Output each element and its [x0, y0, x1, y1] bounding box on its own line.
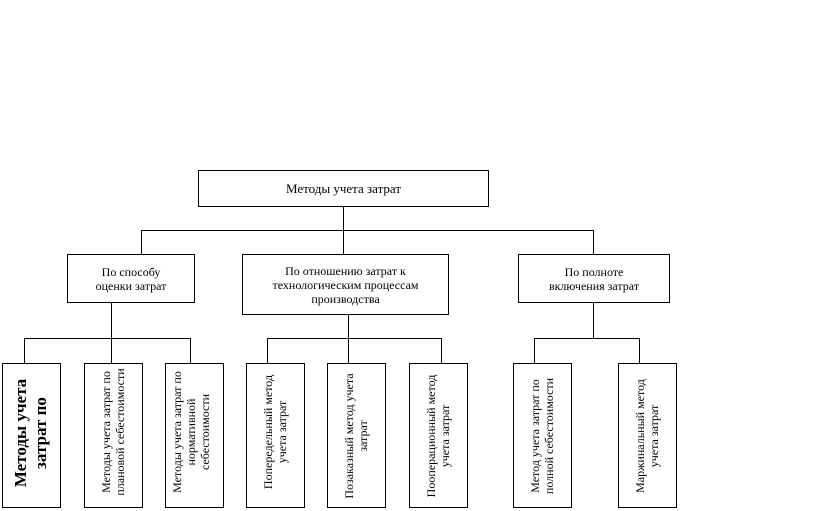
group-node-completeness: По полноте включения затрат — [518, 254, 670, 303]
connector — [534, 338, 640, 339]
connector — [639, 338, 640, 363]
leaf-node: Позаказный метод учета затрат — [327, 363, 386, 508]
leaf-label: Методы учета затрат по — [11, 378, 50, 488]
group-label: По способу оценки затрат — [95, 264, 167, 293]
leaf-node: Метод учета затрат по полной себестоимос… — [513, 363, 572, 508]
leaf-label: Пооперационный метод учета затрат — [424, 374, 452, 498]
connector — [190, 338, 191, 363]
leaf-node: Методы учета затрат по плановой себестои… — [84, 363, 143, 508]
leaf-node: Маржинальный метод учета затрат — [618, 363, 677, 508]
connector — [593, 302, 594, 338]
connector — [267, 338, 268, 363]
connector — [593, 230, 594, 254]
group-label: По полноте включения затрат — [548, 264, 640, 293]
connector — [111, 338, 112, 363]
leaf-node: Методы учета затрат по нормативной себес… — [165, 363, 224, 508]
leaf-label: Маржинальный метод учета затрат — [633, 379, 661, 493]
group-label: По отношению затрат к технологическим пр… — [272, 263, 419, 306]
leaf-node: Попередельный метод учета затрат — [246, 363, 305, 508]
root-label: Методы учета затрат — [285, 180, 402, 196]
connector — [267, 338, 442, 339]
leaf-label: Позаказный метод учета затрат — [342, 373, 370, 499]
connector — [24, 338, 25, 363]
connector — [24, 338, 191, 339]
leaf-node: Пооперационный метод учета затрат — [409, 363, 468, 508]
connector — [111, 302, 112, 338]
root-node: Методы учета затрат — [198, 170, 489, 207]
connector — [141, 230, 594, 231]
leaf-label: Методы учета затрат по нормативной себес… — [170, 371, 212, 493]
connector — [534, 338, 535, 363]
connector — [441, 338, 442, 363]
leaf-label: Метод учета затрат по полной себестоимос… — [528, 377, 556, 495]
leaf-label: Попередельный метод учета затрат — [261, 374, 289, 490]
group-node-technology: По отношению затрат к технологическим пр… — [242, 254, 449, 315]
leaf-label: Методы учета затрат по плановой себестои… — [99, 368, 127, 496]
leaf-node: Методы учета затрат по — [2, 363, 61, 508]
group-node-valuation: По способу оценки затрат — [67, 254, 195, 303]
connector — [141, 230, 142, 254]
